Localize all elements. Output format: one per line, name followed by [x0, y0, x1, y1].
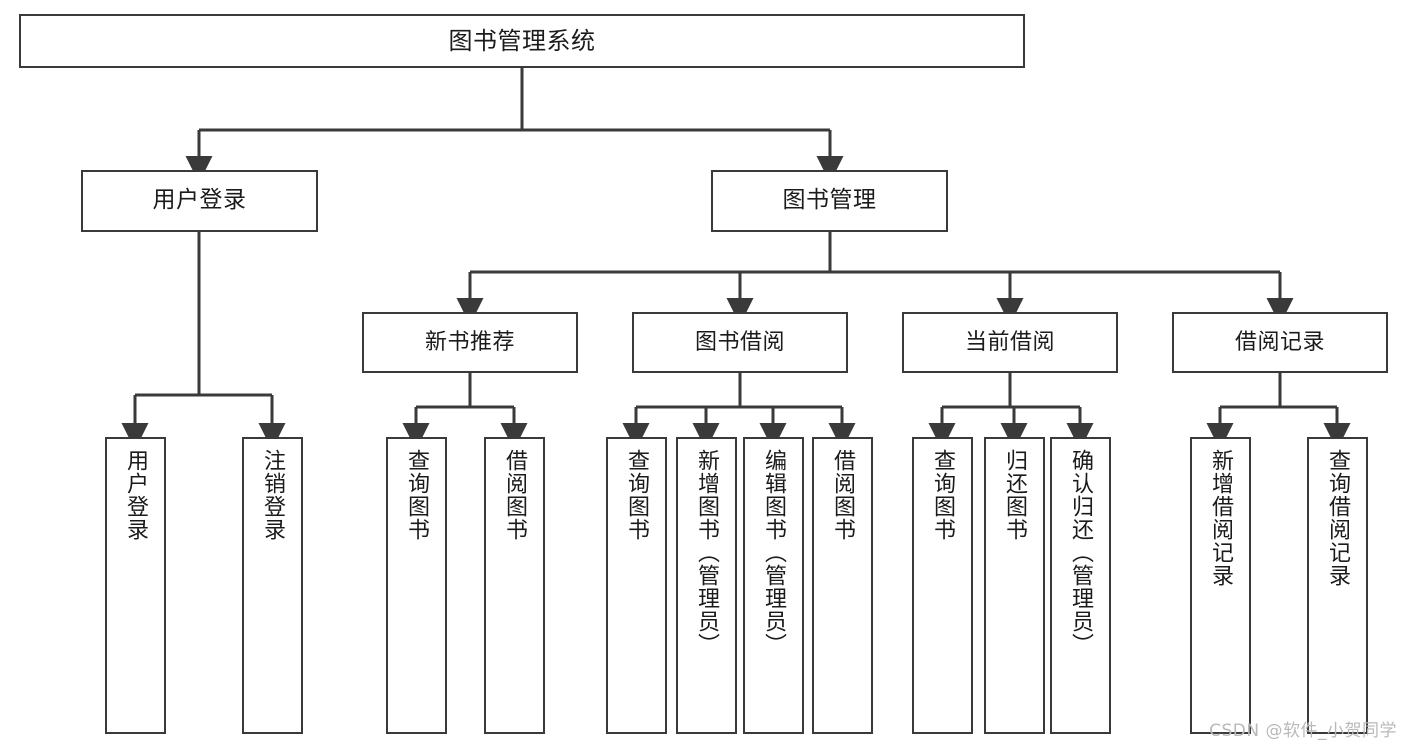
node-leaf-user-login[interactable]: 用户登录 [105, 437, 166, 734]
node-leaf-user-login-label: 用户登录 [123, 449, 149, 541]
node-leaf-return-book[interactable]: 归还图书 [984, 437, 1045, 734]
node-root-label: 图书管理系统 [448, 26, 596, 55]
node-current-borrow-label: 当前借阅 [964, 329, 1055, 355]
node-user-login-label: 用户登录 [152, 187, 247, 214]
node-book-borrow[interactable]: 图书借阅 [632, 312, 848, 373]
node-leaf-query-book-2-label: 查询图书 [624, 449, 650, 541]
node-leaf-add-book-admin-label: 新增图书（管理员） [694, 449, 720, 656]
node-leaf-confirm-return-admin[interactable]: 确认归还（管理员） [1050, 437, 1111, 734]
node-new-book-recommend[interactable]: 新书推荐 [362, 312, 578, 373]
node-leaf-query-book-3[interactable]: 查询图书 [912, 437, 973, 734]
node-leaf-query-book-1[interactable]: 查询图书 [386, 437, 447, 734]
node-leaf-query-borrow-record[interactable]: 查询借阅记录 [1307, 437, 1368, 734]
node-leaf-query-book-3-label: 查询图书 [930, 449, 956, 541]
node-book-manage-label: 图书管理 [782, 187, 877, 214]
node-leaf-logout-login[interactable]: 注销登录 [242, 437, 303, 734]
node-leaf-logout-login-label: 注销登录 [260, 449, 286, 541]
node-leaf-query-book-2[interactable]: 查询图书 [606, 437, 667, 734]
node-root[interactable]: 图书管理系统 [19, 14, 1025, 68]
node-leaf-add-book-admin[interactable]: 新增图书（管理员） [676, 437, 737, 734]
node-leaf-add-borrow-record[interactable]: 新增借阅记录 [1190, 437, 1251, 734]
node-leaf-query-borrow-record-label: 查询借阅记录 [1325, 449, 1351, 587]
node-current-borrow[interactable]: 当前借阅 [902, 312, 1118, 373]
node-new-book-recommend-label: 新书推荐 [424, 329, 515, 355]
node-leaf-return-book-label: 归还图书 [1002, 449, 1028, 541]
node-leaf-edit-book-admin[interactable]: 编辑图书（管理员） [743, 437, 804, 734]
node-leaf-borrow-book-1[interactable]: 借阅图书 [484, 437, 545, 734]
node-leaf-query-book-1-label: 查询图书 [404, 449, 430, 541]
node-leaf-confirm-return-admin-label: 确认归还（管理员） [1068, 449, 1094, 656]
node-leaf-borrow-book-1-label: 借阅图书 [502, 449, 528, 541]
node-borrow-record-label: 借阅记录 [1234, 329, 1325, 355]
node-leaf-edit-book-admin-label: 编辑图书（管理员） [761, 449, 787, 656]
node-borrow-record[interactable]: 借阅记录 [1172, 312, 1388, 373]
node-user-login[interactable]: 用户登录 [81, 170, 318, 232]
node-book-manage[interactable]: 图书管理 [711, 170, 948, 232]
node-book-borrow-label: 图书借阅 [694, 329, 785, 355]
connector-group [121, 68, 1351, 450]
node-leaf-borrow-book-2[interactable]: 借阅图书 [812, 437, 873, 734]
node-leaf-add-borrow-record-label: 新增借阅记录 [1208, 449, 1234, 587]
node-leaf-borrow-book-2-label: 借阅图书 [830, 449, 856, 541]
